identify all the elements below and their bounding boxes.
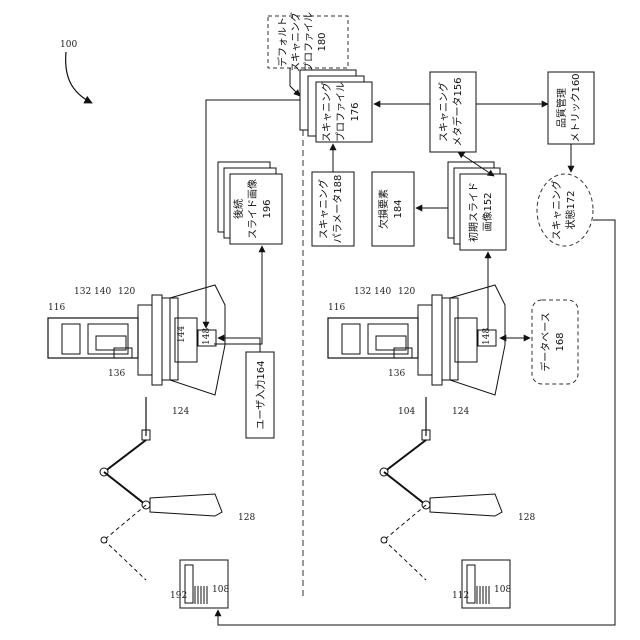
label-116-left: 116: [48, 303, 65, 313]
svg-text:プロファイル: プロファイル: [335, 82, 347, 142]
svg-text:スライド画像: スライド画像: [247, 179, 259, 239]
right-system: 148 108 116 132 140 120 136 104 124 128 …: [328, 285, 535, 608]
defect-box: 欠損要素 184: [372, 172, 414, 246]
label-132-left: 132: [74, 287, 91, 297]
label-124-left: 124: [172, 407, 189, 417]
subsequent-slide-box: 後続 スライド画像 196: [218, 162, 282, 244]
label-132-right: 132: [354, 287, 371, 297]
svg-text:180: 180: [317, 32, 328, 51]
svg-text:184: 184: [393, 199, 404, 218]
svg-text:デフォルト: デフォルト: [276, 17, 289, 67]
label-140-left: 140: [94, 287, 111, 297]
left-system: 144 148 108 116 132 140 120 136 124 128 …: [48, 285, 255, 608]
label-148-right: 148: [482, 328, 492, 345]
scan-params-box: スキャニング パラメータ188: [312, 172, 354, 246]
label-192: 192: [170, 591, 187, 601]
svg-text:欠損要素: 欠損要素: [377, 189, 390, 229]
figure-ref-label: 100: [60, 40, 77, 50]
svg-text:176: 176: [350, 102, 361, 121]
svg-text:画像152: 画像152: [482, 192, 494, 231]
label-140-right: 140: [374, 287, 391, 297]
quality-metric-box: 品質管理 メトリック160: [548, 72, 594, 144]
label-136-right: 136: [388, 369, 405, 379]
label-112: 112: [452, 591, 469, 601]
label-120-right: 120: [398, 287, 415, 297]
label-120-left: 120: [118, 287, 135, 297]
label-124-right: 124: [452, 407, 469, 417]
svg-text:168: 168: [555, 332, 566, 351]
label-136-left: 136: [108, 369, 125, 379]
database-box: データベース 168: [532, 300, 578, 384]
svg-text:パラメータ188: パラメータ188: [332, 175, 344, 244]
metadata-box: スキャニング メタデータ156: [430, 72, 476, 152]
svg-text:メトリック160: メトリック160: [570, 73, 582, 142]
svg-text:初期スライド: 初期スライド: [467, 182, 480, 242]
svg-text:スキャニング: スキャニング: [317, 179, 330, 239]
figure-ref-arrow: [66, 52, 92, 103]
svg-text:196: 196: [262, 199, 273, 218]
label-108-left: 108: [212, 585, 229, 595]
svg-text:スキャニング: スキャニング: [550, 180, 563, 240]
label-104: 104: [398, 407, 415, 417]
svg-text:ユーザ入力164: ユーザ入力164: [254, 361, 267, 430]
svg-text:データベース: データベース: [539, 312, 552, 372]
scan-state-ellipse: スキャニング 状態172: [537, 174, 593, 246]
svg-text:品質管理: 品質管理: [555, 88, 568, 128]
initial-slide-box: 初期スライド 画像152: [448, 162, 506, 250]
svg-text:スキャニング: スキャニング: [437, 82, 450, 142]
label-128-right: 128: [518, 513, 535, 523]
svg-text:プロファイル: プロファイル: [303, 12, 315, 72]
svg-text:後続: 後続: [232, 199, 245, 219]
scan-profile-box: スキャニング プロファイル 176: [300, 70, 372, 142]
label-128-left: 128: [238, 513, 255, 523]
default-profile-box: デフォルト スキャニング プロファイル 180: [268, 12, 348, 72]
svg-text:スキャニング: スキャニング: [320, 82, 333, 142]
label-116-right: 116: [328, 303, 345, 313]
user-input-box: ユーザ入力164: [246, 352, 274, 438]
label-144: 144: [177, 326, 187, 343]
svg-text:メタデータ156: メタデータ156: [451, 77, 464, 146]
svg-text:状態172: 状態172: [564, 190, 577, 229]
label-108-right: 108: [494, 585, 511, 595]
label-148-left: 148: [202, 328, 212, 345]
svg-text:スキャニング: スキャニング: [289, 12, 302, 72]
